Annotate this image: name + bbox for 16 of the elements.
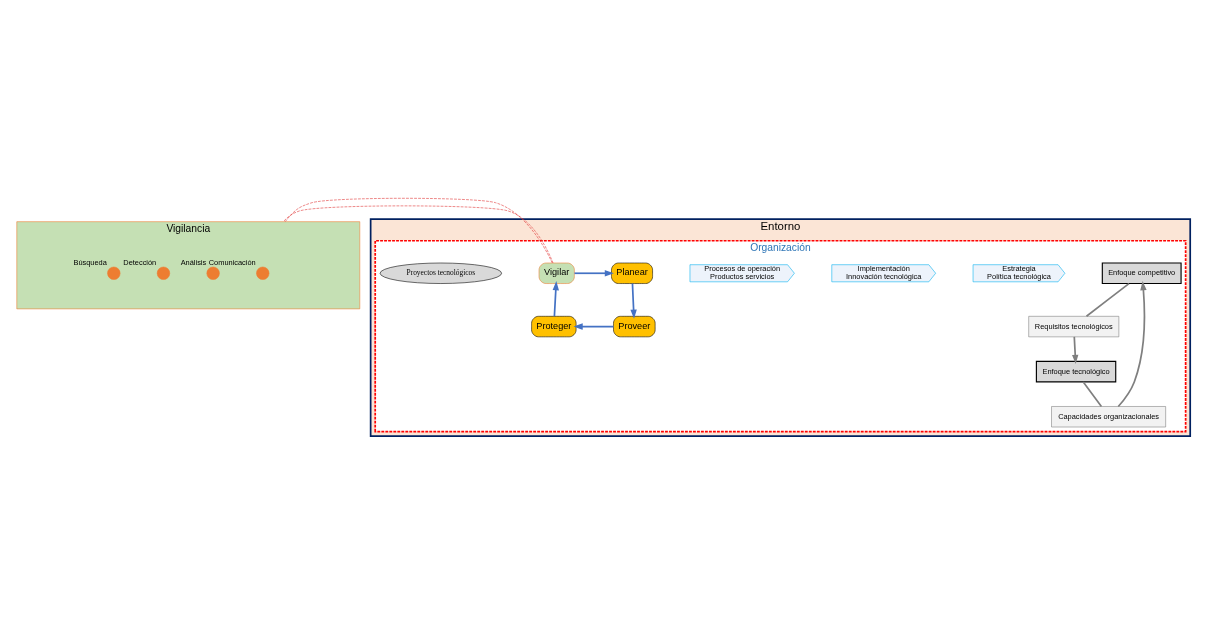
node-circle bbox=[107, 266, 121, 280]
node-box: Planear bbox=[611, 262, 653, 284]
node-circle bbox=[156, 266, 171, 280]
node-circle bbox=[256, 266, 270, 280]
arrow bbox=[552, 280, 559, 317]
arrow bbox=[1072, 335, 1079, 364]
node-box: Proveer bbox=[613, 315, 656, 337]
arrow bbox=[573, 269, 614, 276]
arrow bbox=[573, 322, 615, 330]
arrow bbox=[630, 282, 637, 319]
node-box: Vigilar bbox=[538, 262, 575, 284]
node-box: Proteger bbox=[531, 315, 577, 337]
node-circle bbox=[206, 266, 220, 280]
connector bbox=[1085, 282, 1130, 317]
connector bbox=[1082, 380, 1103, 407]
arrow bbox=[1117, 280, 1147, 407]
